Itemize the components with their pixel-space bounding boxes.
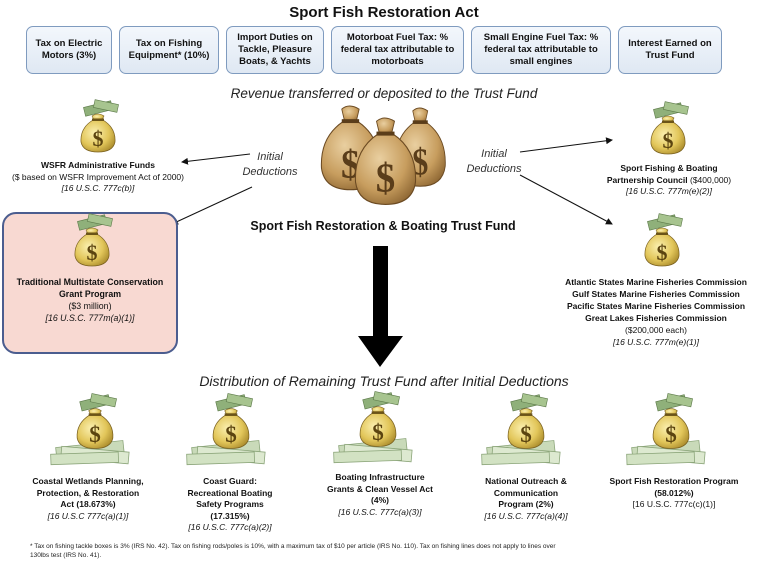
commissions-money-bag-icon — [644, 213, 684, 267]
main-arrow-head — [358, 336, 403, 367]
wsfr-admin-funds: WSFR Administrative Funds ($ based on WS… — [0, 160, 196, 195]
main-arrow-shaft — [373, 246, 388, 338]
trust-fund-name: Sport Fish Restoration & Boating Trust F… — [250, 219, 516, 233]
distribution-heading: Distribution of Remaining Trust Fund aft… — [199, 373, 569, 389]
revenue-heading: Revenue transferred or deposited to the … — [230, 86, 538, 101]
dist-boating-infrastructure: Boating Infrastructure Grants & Clean Ve… — [327, 472, 433, 517]
fisheries-commissions: Atlantic States Marine Fisheries Commiss… — [544, 276, 768, 348]
diagram-title: Sport Fish Restoration Act — [289, 4, 479, 21]
council-money-bag-icon — [650, 101, 690, 155]
wsfr-name: WSFR Administrative Funds — [41, 160, 155, 170]
dist-coastal-wetlands: Coastal Wetlands Planning, Protection, &… — [32, 476, 144, 521]
dist-boating-icon — [333, 390, 413, 464]
multistate-name-2: Grant Program — [58, 289, 122, 299]
dist-sport-fish-restoration: Sport Fish Restoration Program (58.012%)… — [609, 476, 739, 509]
dist-sfr-icon — [626, 392, 706, 466]
commission-pacific: Pacific States Marine Fisheries Commissi… — [566, 301, 746, 311]
council-citation: [16 U.S.C. 777m(e)(2)] — [626, 186, 712, 196]
council-name-2: Partnership Council — [606, 174, 688, 185]
partnership-council: Sport Fishing & Boating Partnership Coun… — [596, 163, 742, 198]
source-motorboat-fuel: Motorboat Fuel Tax: % federal tax attrib… — [331, 26, 464, 74]
footnote: * Tax on fishing tackle boxes is 3% (IRS… — [30, 542, 750, 560]
arrow-to-council — [519, 137, 613, 153]
dist-national-outreach: National Outreach & Communication Progra… — [484, 476, 568, 521]
dist-outreach-icon — [481, 392, 561, 466]
trust-fund-sacks — [320, 105, 447, 206]
dist-coast-guard: Coast Guard: Recreational Boating Safety… — [187, 476, 273, 532]
commission-gulf: Gulf States Marine Fisheries Commission — [572, 289, 740, 299]
commissions-amount: ($200,000 each) — [625, 325, 687, 335]
multistate-amount: ($3 million) — [68, 301, 112, 311]
multistate-name-1: Traditional Multistate Conservation — [16, 277, 164, 287]
commission-great-lakes: Great Lakes Fisheries Commission — [585, 313, 727, 323]
initial-deductions-left: Initial Deductions — [242, 151, 298, 178]
wsfr-money-bag-icon — [80, 99, 120, 153]
source-fishing-equipment: Tax on Fishing Equipment* (10%) — [119, 26, 219, 74]
source-electric-motors: Tax on Electric Motors (3%) — [26, 26, 112, 74]
multistate-grant-text: Traditional Multistate Conservation Gran… — [4, 276, 176, 324]
dist-coastal-icon — [50, 392, 130, 466]
multistate-money-bag-icon — [74, 213, 114, 267]
multistate-citation: [16 U.S.C. 777m(a)(1)] — [45, 313, 135, 323]
wsfr-detail: ($ based on WSFR Improvement Act of 2000… — [12, 171, 184, 182]
source-interest: Interest Earned on Trust Fund — [618, 26, 722, 74]
source-small-engine-fuel: Small Engine Fuel Tax: % federal tax att… — [471, 26, 611, 74]
arrow-to-commissions — [519, 174, 613, 225]
arrow-to-multistate — [171, 186, 253, 225]
footnote-line-2: 130lbs test (IRS No. 41). — [30, 552, 102, 559]
commission-atlantic: Atlantic States Marine Fisheries Commiss… — [565, 277, 747, 287]
dist-coast-guard-icon — [186, 392, 266, 466]
commissions-citation: [16 U.S.C. 777m(e)(1)] — [613, 337, 699, 347]
council-name-1: Sport Fishing & Boating — [620, 163, 718, 173]
council-amount: ($400,000) — [690, 174, 732, 185]
arrow-to-wsfr — [181, 153, 251, 165]
source-import-duties: Import Duties on Tackle, Pleasure Boats,… — [226, 26, 324, 74]
initial-deductions-right: Initial Deductions — [466, 148, 522, 175]
wsfr-citation: [16 U.S.C. 777c(b)] — [61, 183, 135, 193]
footnote-line-1: * Tax on fishing tackle boxes is 3% (IRS… — [30, 543, 556, 550]
